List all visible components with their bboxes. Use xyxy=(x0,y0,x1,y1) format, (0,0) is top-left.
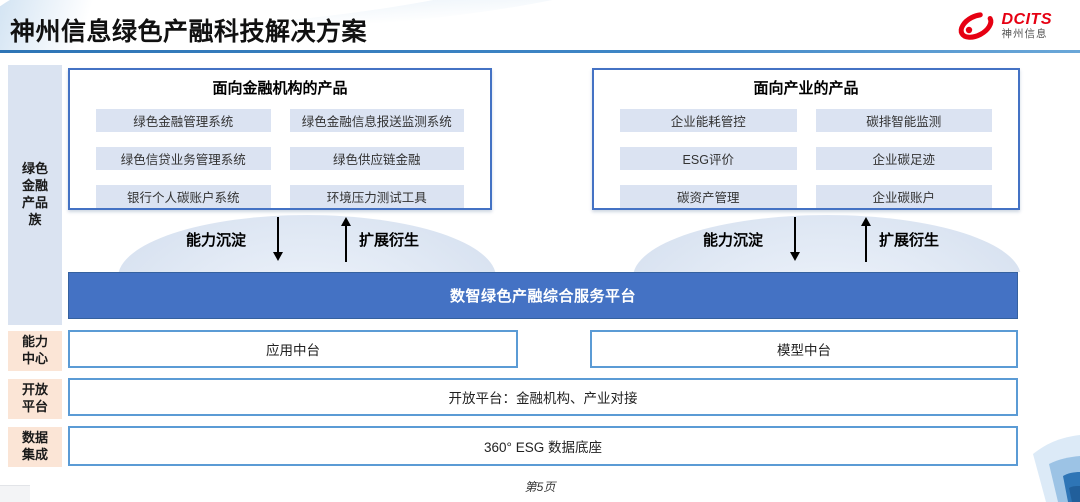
flow-label-expand-left: 扩展衍生 xyxy=(359,232,420,249)
sidebar-label: 能力中心 xyxy=(21,334,48,366)
product-item: 企业能耗管控 xyxy=(620,109,797,132)
flow-label-expand-right: 扩展衍生 xyxy=(879,232,940,249)
dome-shape-left xyxy=(118,215,496,272)
down-arrow-icon xyxy=(272,217,284,262)
sidebar-item-capability-center: 能力中心 xyxy=(8,331,62,371)
open-platform-box: 开放平台：金融机构、产业对接 xyxy=(68,378,1018,416)
flow-label-capability-right: 能力沉淀 xyxy=(703,232,764,249)
product-item: 企业碳账户 xyxy=(815,185,992,208)
page-number: 第5页 xyxy=(524,480,556,494)
up-arrow-icon xyxy=(860,217,872,262)
down-arrow-icon xyxy=(789,217,801,262)
dcits-swoosh-icon xyxy=(958,12,993,40)
product-item: 银行个人碳账户系统 xyxy=(96,185,271,208)
logo-brand-label: DCITS xyxy=(1001,11,1052,29)
model-center-box: 模型中台 xyxy=(590,330,1018,368)
header-divider-line xyxy=(0,50,1080,53)
platform-bar: 数智绿色产融综合服务平台 xyxy=(68,272,1018,319)
dome-shape-right xyxy=(633,215,1021,272)
product-item: 绿色供应链金融 xyxy=(289,147,464,170)
finance-products-title: 面向金融机构的产品 xyxy=(212,80,348,97)
sidebar-label: 开放平台 xyxy=(21,382,48,414)
sidebar-label: 数据集成 xyxy=(21,430,48,462)
up-arrow-icon xyxy=(340,217,352,262)
industry-products-box: 面向产业的产品 企业能耗管控 碳排智能监测 ESG评价 企业碳足迹 碳资产管理 … xyxy=(592,68,1020,210)
product-item: 企业碳足迹 xyxy=(815,147,992,170)
dcits-logo: DCITS 神州信息 xyxy=(956,9,1053,43)
finance-products-box: 面向金融机构的产品 绿色金融管理系统 绿色金融信息报送监测系统 绿色信贷业务管理… xyxy=(68,68,492,210)
corner-gray-decoration xyxy=(0,485,30,502)
flow-label-capability-left: 能力沉淀 xyxy=(186,232,247,249)
page-title: 神州信息绿色产融科技解决方案 xyxy=(10,18,368,46)
product-item: 绿色金融管理系统 xyxy=(96,109,271,132)
product-item: 碳资产管理 xyxy=(620,185,797,208)
product-item: 碳排智能监测 xyxy=(815,109,992,132)
data-base-box: 360° ESG 数据底座 xyxy=(68,426,1018,466)
product-item: ESG评价 xyxy=(620,147,797,170)
sidebar-item-open-platform: 开放平台 xyxy=(8,379,62,419)
sidebar-item-product-family: 绿色金融产品族 xyxy=(8,65,62,325)
product-item: 环境压力测试工具 xyxy=(289,185,464,208)
sidebar-item-data-integration: 数据集成 xyxy=(8,427,62,467)
app-center-box: 应用中台 xyxy=(68,330,518,368)
logo-text: DCITS 神州信息 xyxy=(1001,11,1053,40)
product-item: 绿色信贷业务管理系统 xyxy=(96,147,271,170)
product-item: 绿色金融信息报送监测系统 xyxy=(289,109,464,132)
industry-products-title: 面向产业的产品 xyxy=(753,80,859,97)
industry-products-grid: 企业能耗管控 碳排智能监测 ESG评价 企业碳足迹 碳资产管理 企业碳账户 xyxy=(594,98,1018,208)
sidebar-label: 绿色金融产品族 xyxy=(21,161,48,227)
logo-sub-label: 神州信息 xyxy=(1001,27,1048,40)
finance-products-grid: 绿色金融管理系统 绿色金融信息报送监测系统 绿色信贷业务管理系统 绿色供应链金融… xyxy=(70,98,490,208)
